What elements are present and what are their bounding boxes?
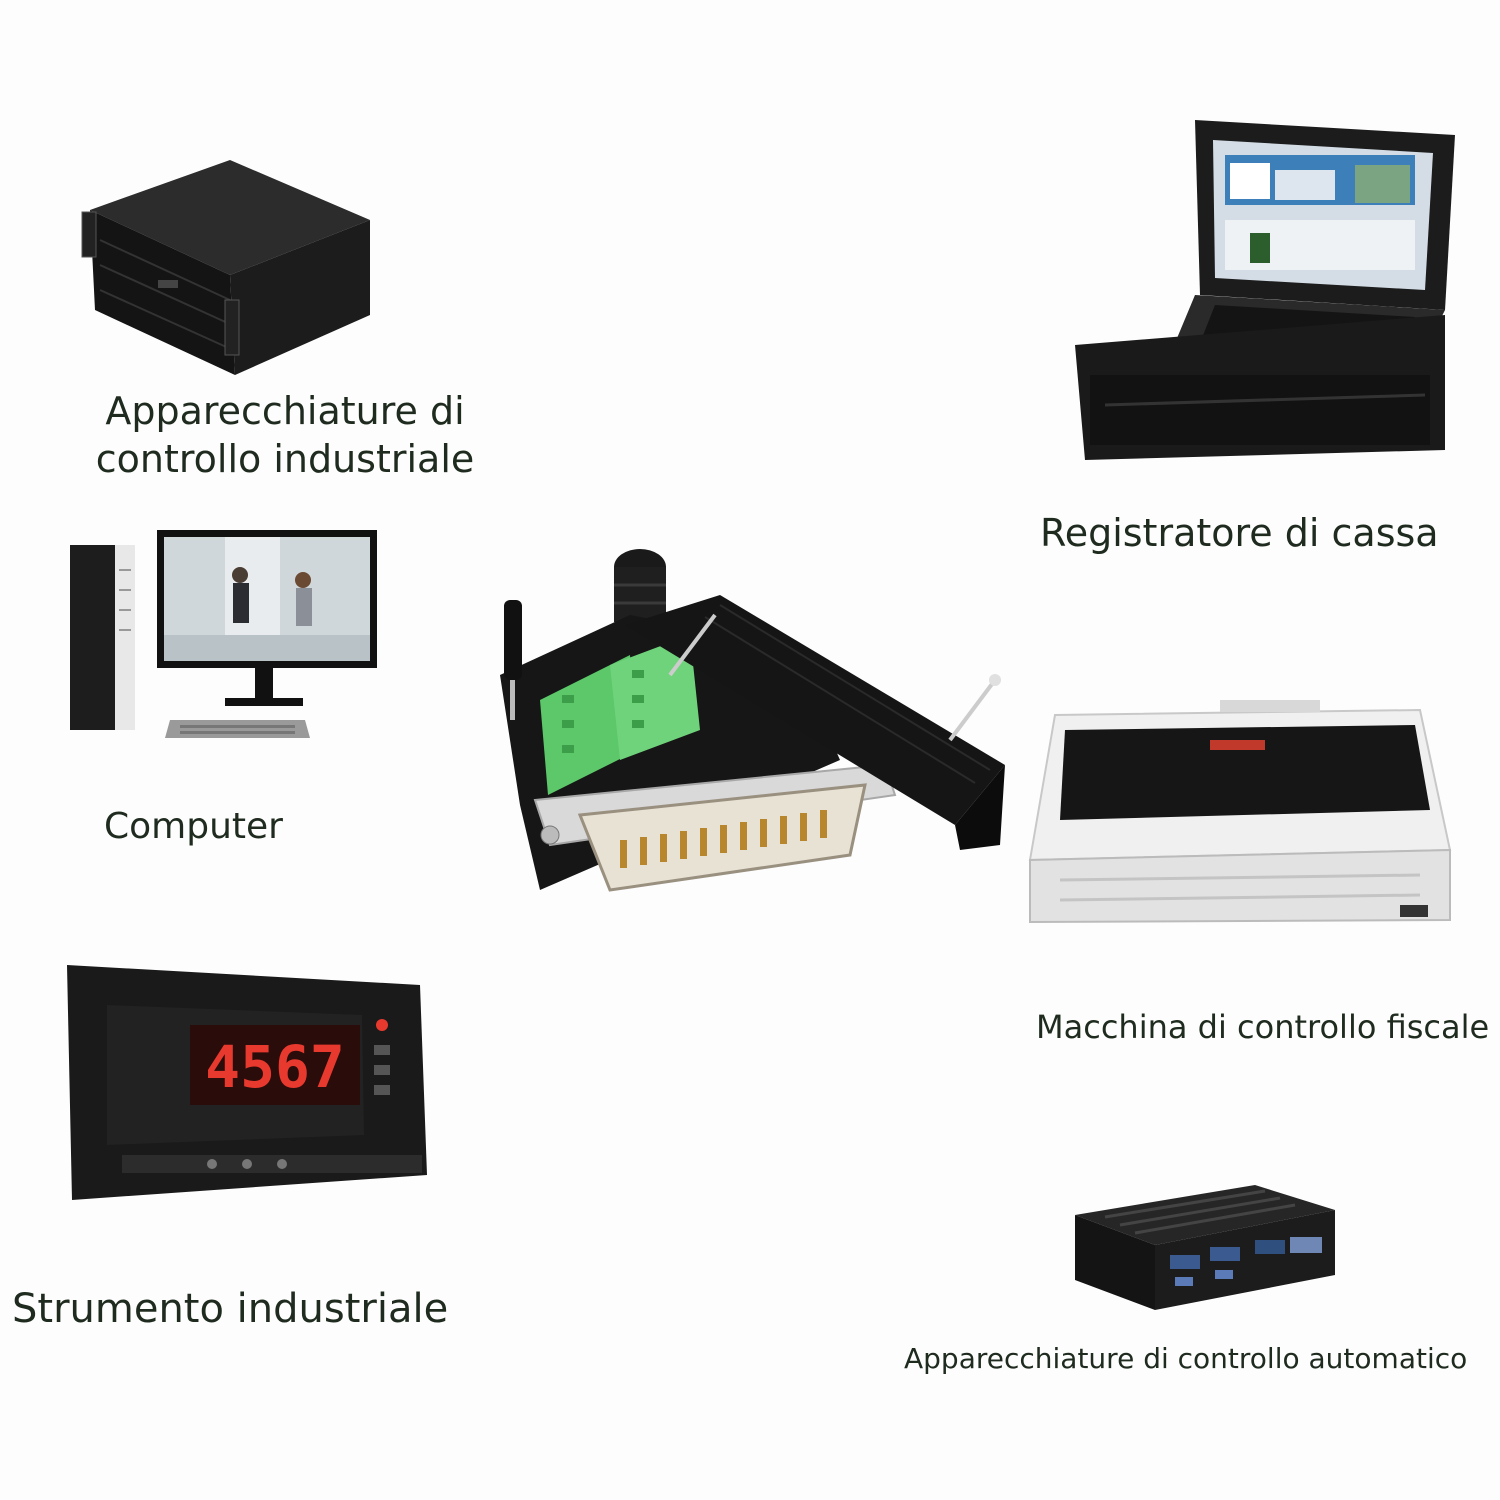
fiscal-machine-label: Macchina di controllo fiscale bbox=[1036, 1008, 1490, 1046]
dot-matrix-printer-icon bbox=[1028, 700, 1452, 924]
cash-register-label: Registratore di cassa bbox=[1040, 511, 1439, 555]
rugged-laptop-icon bbox=[1075, 120, 1455, 460]
db25-terminal-breakout-connector-icon bbox=[500, 549, 1005, 892]
desktop-computer-icon bbox=[70, 530, 377, 738]
industrial-instrument-label: Strumento industriale bbox=[12, 1286, 449, 1332]
rack-server-chassis-icon bbox=[81, 160, 370, 375]
display-digits: 4567 bbox=[205, 1033, 345, 1101]
label-line-2: controllo industriale bbox=[95, 436, 475, 481]
computer-label: Computer bbox=[104, 806, 283, 847]
panel-meter-icon: 4567 bbox=[67, 965, 427, 1200]
fanless-mini-pc-icon bbox=[1075, 1185, 1335, 1310]
automatic-control-label: Apparecchiature di controllo automatico bbox=[904, 1342, 1468, 1375]
label-line-1: Apparecchiature di bbox=[105, 389, 465, 433]
